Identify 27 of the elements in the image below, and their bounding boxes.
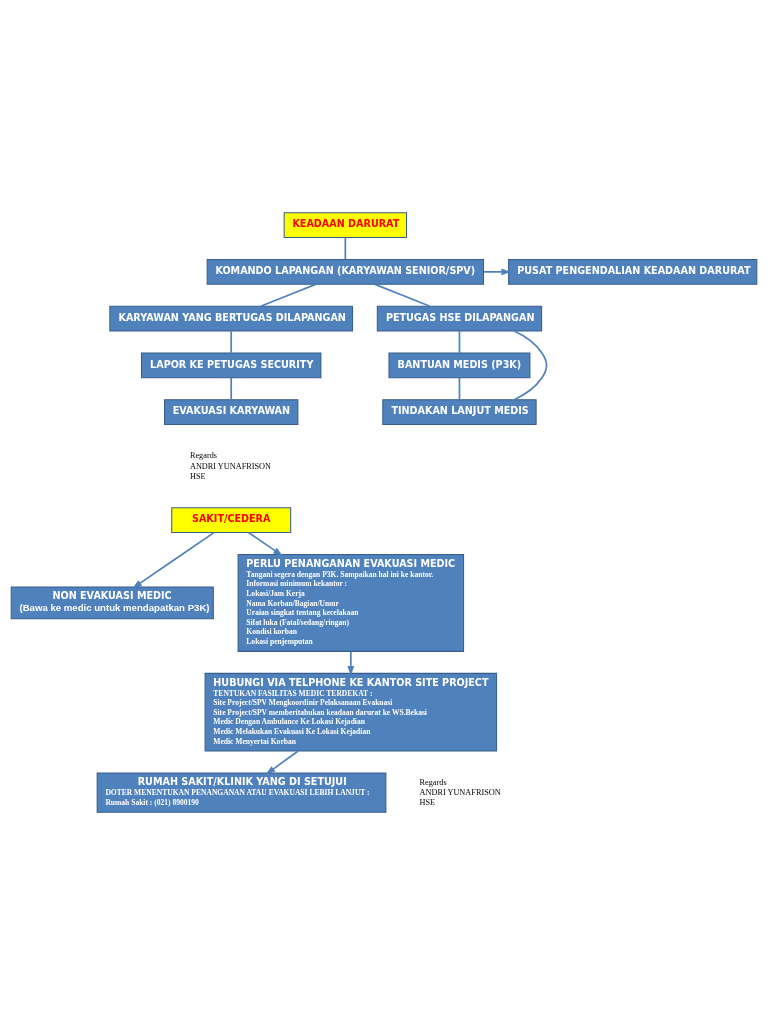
node-box: HUBUNGI VIA TELPHONE KE KANTOR SITE PROJECT TENTUKAN FASILITAS MEDIC TERDEKAT : Site Project/SPV Mengkoordinir Pelaksanaan Evakuasi Site Project/SPV memberitahukan keadaan darurat ke WS.Bekasi Medic Dengan Ambulance Ke Lokasi Kejadian Medic Melakukan Evakuasi Ke Lokasi Kejadian Medic Menyertai Korban <box>204 672 498 752</box>
connector <box>458 376 461 400</box>
node-box: LAPOR KE PETUGAS SECURITY <box>140 352 322 378</box>
connector <box>344 236 347 260</box>
connector <box>458 329 461 354</box>
node-box: PERLU PENANGANAN EVAKUASI MEDIC Tangani segera dengan P3K. Sampaikan hal ini ke kantor. Informasi minimum kekantor : Lokasi/Jam Kerja Nama Korban/Bagian/Umur Uraian singkat tentang kecelakaan Sifat luka (Fatal/sedang/ringan) Kondisi korban Lokasi penjemputan <box>237 553 465 652</box>
node-box: KEADAAN DARURAT <box>283 211 408 238</box>
arrow <box>132 531 215 588</box>
node-box: SAKIT/CEDERA <box>171 506 292 533</box>
node-box: BANTUAN MEDIS (P3K) <box>388 352 531 378</box>
node-box: TINDAKAN LANJUT MEDIS <box>382 398 537 425</box>
node-box: NON EVAKUASI MEDIC (Bawa ke medic untuk mendapatkan P3K) <box>10 586 214 619</box>
connector <box>374 283 431 307</box>
arrow <box>265 749 299 775</box>
node-box: EVAKUASI KARYAWAN <box>164 398 299 425</box>
connector <box>230 376 233 400</box>
connector <box>230 329 233 354</box>
node-box: PETUGAS HSE DILAPANGAN <box>376 305 543 331</box>
node-box: KOMANDO LAPANGAN (KARYAWAN SENIOR/SPV) <box>206 258 485 285</box>
arrow <box>482 268 512 275</box>
connector <box>513 329 548 401</box>
connector <box>259 283 317 307</box>
arrow <box>247 531 283 556</box>
arrow <box>347 650 355 676</box>
node-box: PUSAT PENGENDALIAN KEADAAN DARURAT <box>508 258 758 285</box>
node-box: KARYAWAN YANG BERTUGAS DILAPANGAN <box>109 305 354 331</box>
node-box: RUMAH SAKIT/KLINIK YANG DI SETUJUI DOTER MENENTUKAN PENANGANAN ATAU EVAKUASI LEBIH LANJUT : Rumah Sakit : (021) 8900190 <box>96 772 387 813</box>
